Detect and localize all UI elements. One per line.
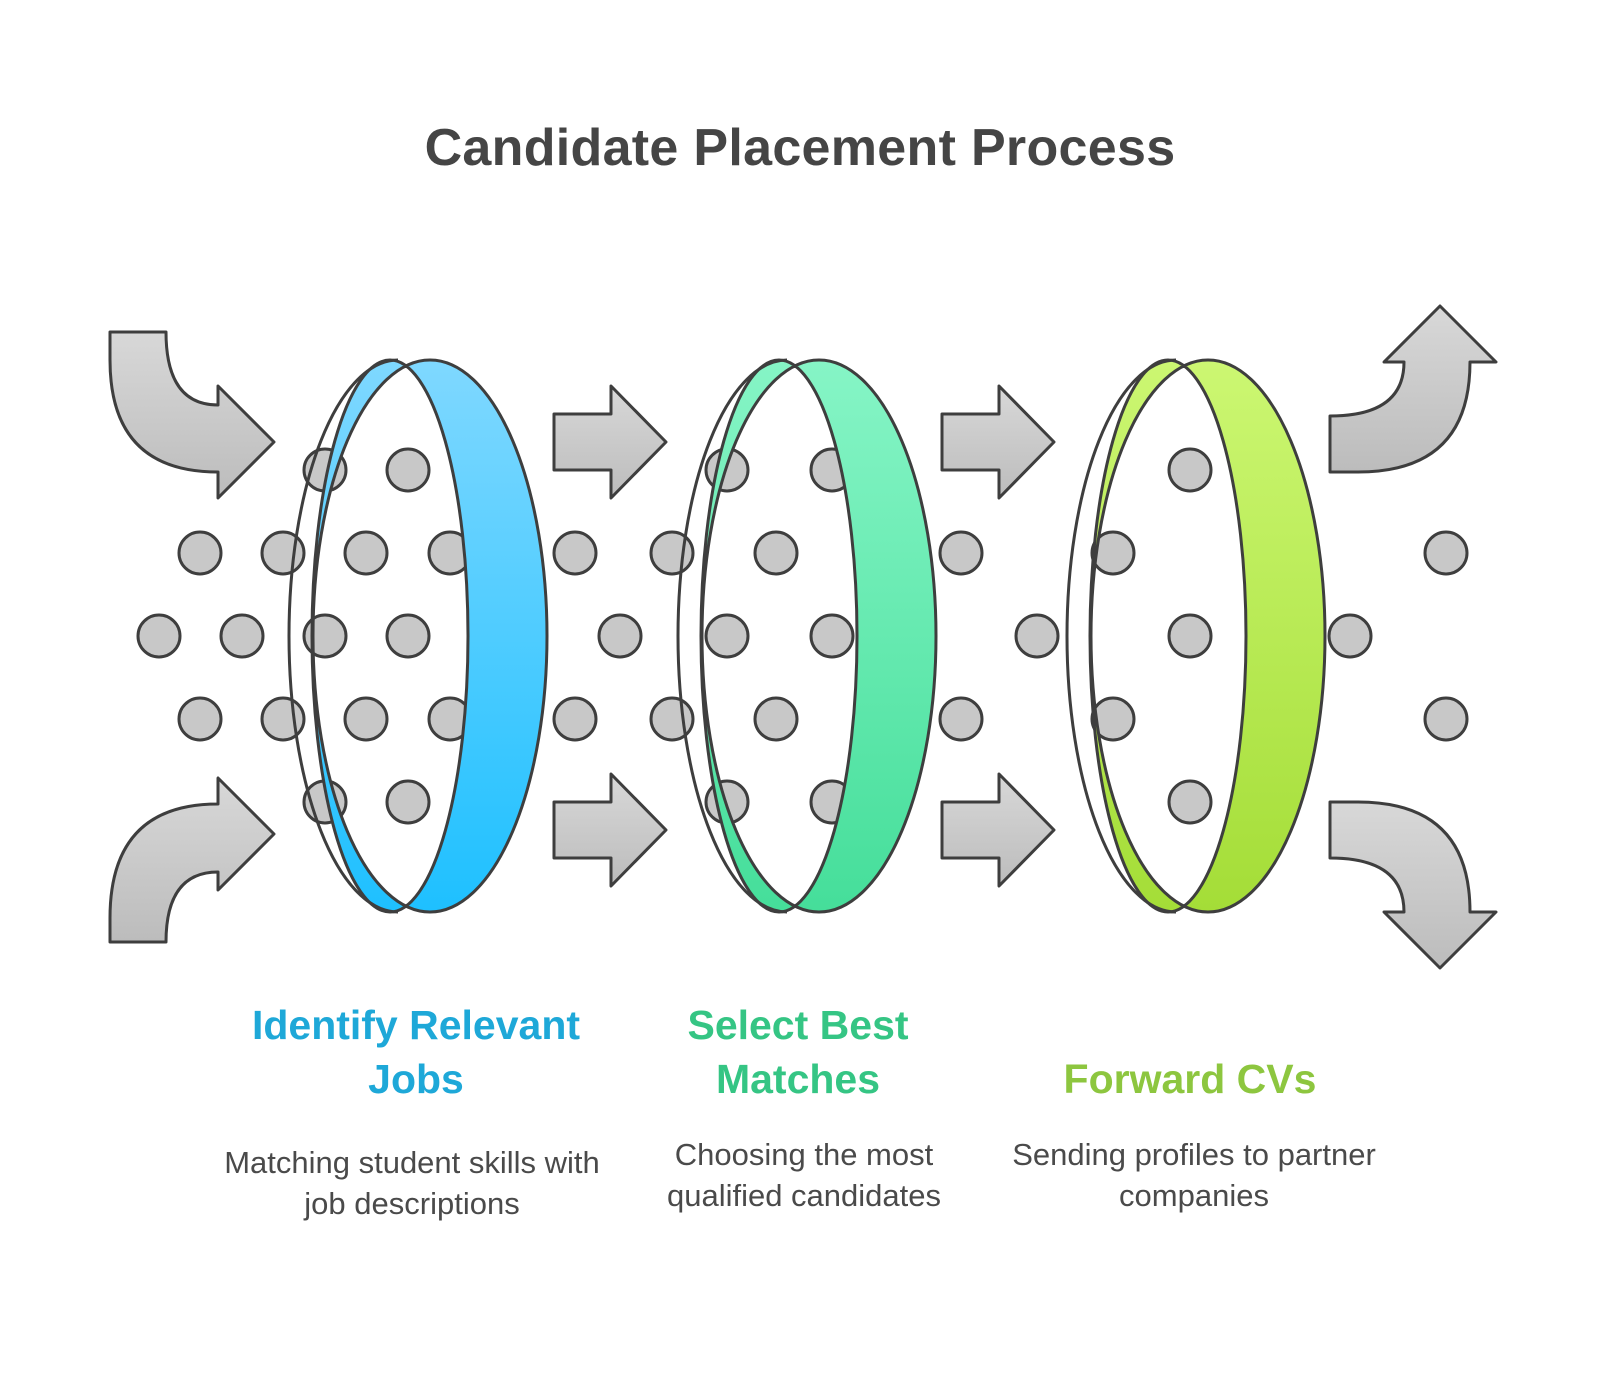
filter-ring-select — [676, 358, 938, 914]
candidate-dot — [1167, 779, 1213, 825]
straight-arrows — [552, 384, 1056, 888]
step-desc-identify: Matching student skills with job descrip… — [224, 1145, 600, 1221]
candidate-dot — [260, 696, 306, 742]
step-desc-select: Choosing the most qualified candidates — [666, 1137, 942, 1213]
arrow-2-to-3-bottom-icon — [940, 772, 1056, 888]
candidate-dot — [597, 613, 643, 659]
candidate-dot — [809, 613, 855, 659]
candidate-dot — [552, 696, 598, 742]
arrow-2-to-3-top-icon — [940, 384, 1056, 500]
arrow-1-to-2-top-icon — [552, 384, 668, 500]
candidate-dot — [1423, 696, 1469, 742]
candidate-dot — [1167, 613, 1213, 659]
filter-ring-forward — [1065, 358, 1327, 914]
candidate-dot — [302, 613, 348, 659]
diagram-title: Candidate Placement Process — [424, 119, 1176, 177]
candidate-dot — [753, 530, 799, 576]
candidate-dot — [136, 613, 182, 659]
candidate-dot — [385, 613, 431, 659]
candidate-dot — [649, 530, 695, 576]
ring-rim — [676, 358, 788, 914]
candidate-dot — [938, 530, 984, 576]
outgoing-curved-arrow-top-icon — [1328, 304, 1498, 474]
ring-rim — [287, 358, 399, 914]
candidate-dot — [177, 530, 223, 576]
filter-rings — [287, 358, 1327, 914]
ring-rim — [1065, 358, 1177, 914]
candidate-dot — [1014, 613, 1060, 659]
candidate-dot — [938, 696, 984, 742]
step-title-identify: Identify Relevant Jobs — [251, 1002, 581, 1102]
incoming-curved-arrow-bottom-icon — [108, 776, 276, 944]
candidate-dot — [649, 696, 695, 742]
candidate-dot — [343, 530, 389, 576]
incoming-curved-arrow-top-icon — [108, 330, 276, 500]
candidate-dot — [385, 779, 431, 825]
candidate-dot — [219, 613, 265, 659]
filter-ring-identify — [287, 358, 549, 914]
candidate-dot — [385, 447, 431, 493]
step-title-forward: Forward CVs — [1063, 1056, 1317, 1102]
arrow-1-to-2-bottom-icon — [552, 772, 668, 888]
outgoing-curved-arrow-bottom-icon — [1328, 800, 1498, 970]
candidate-dot — [343, 696, 389, 742]
candidate-dot — [1090, 696, 1136, 742]
candidate-dot — [1090, 530, 1136, 576]
candidate-dot — [552, 530, 598, 576]
candidate-dot — [1167, 447, 1213, 493]
step-title-select: Select Best Matches — [687, 1002, 909, 1102]
candidate-dot — [753, 696, 799, 742]
candidate-dot — [1327, 613, 1373, 659]
step-desc-forward: Sending profiles to partner companies — [1012, 1137, 1376, 1213]
candidate-dot — [260, 530, 306, 576]
candidate-dot — [177, 696, 223, 742]
candidate-dot — [1423, 530, 1469, 576]
candidate-dot — [704, 613, 750, 659]
